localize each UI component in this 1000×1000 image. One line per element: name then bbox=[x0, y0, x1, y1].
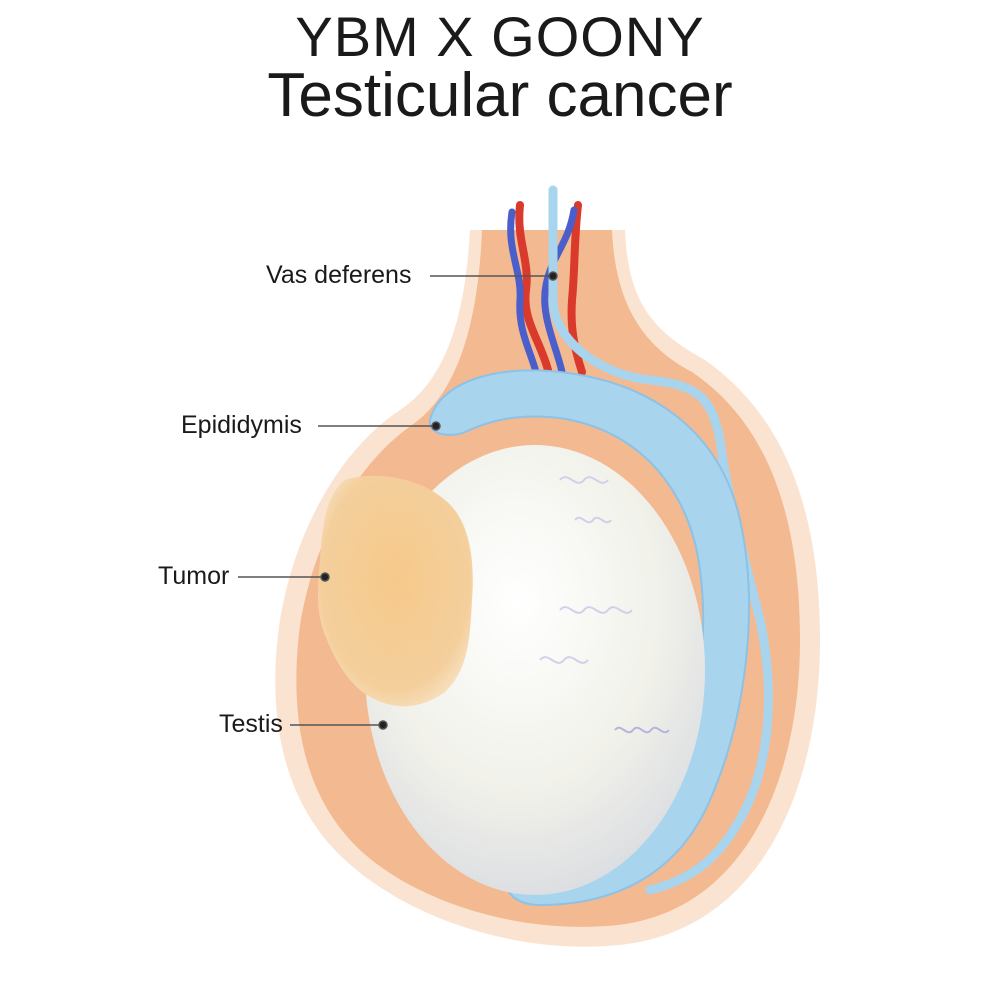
vein-left bbox=[507, 208, 540, 376]
label-vas-deferens: Vas deferens bbox=[266, 261, 412, 289]
seminiferous-tubules bbox=[539, 476, 670, 734]
label-testis: Testis bbox=[219, 710, 283, 738]
vein-right bbox=[541, 206, 578, 376]
label-tumor: Tumor bbox=[158, 562, 230, 590]
title-line-1: YBM X GOONY bbox=[295, 5, 705, 68]
label-epididymis: Epididymis bbox=[181, 411, 302, 439]
tumor-shape bbox=[317, 475, 473, 707]
artery-left bbox=[515, 201, 552, 374]
leader-lines bbox=[238, 271, 558, 730]
title-line-2: Testicular cancer bbox=[267, 61, 733, 130]
